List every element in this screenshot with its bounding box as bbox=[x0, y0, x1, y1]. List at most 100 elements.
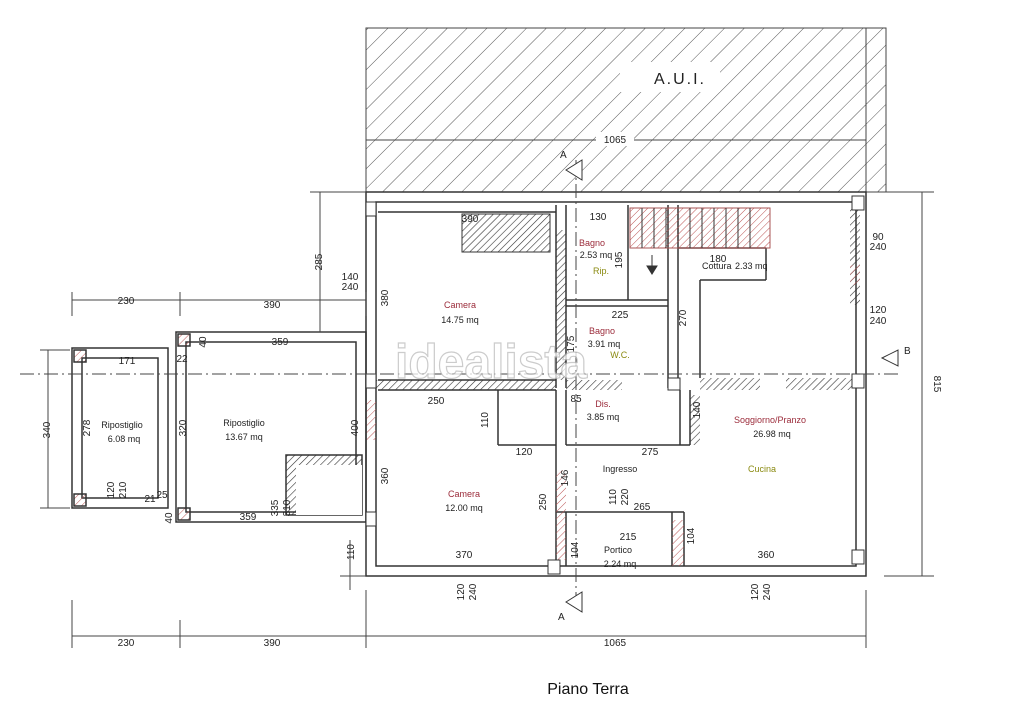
dim-140-center: 140 bbox=[692, 401, 703, 418]
axis-lines bbox=[20, 160, 900, 600]
room-bagno-2-area: 3.91 mq bbox=[588, 339, 621, 349]
dim-180: 180 bbox=[710, 254, 727, 265]
dim-270: 270 bbox=[678, 309, 689, 326]
section-b: B bbox=[904, 346, 911, 357]
dim-40-top: 40 bbox=[198, 336, 209, 348]
room-cucina-name: Cucina bbox=[748, 464, 776, 474]
room-ingresso-name: Ingresso bbox=[603, 464, 638, 474]
ripostiglio-large-walls bbox=[175, 331, 367, 523]
dim-220: 220 bbox=[620, 488, 631, 505]
plan-title: Piano Terra bbox=[547, 681, 629, 698]
dim-380: 380 bbox=[380, 289, 391, 306]
aui-zone: A.U.I. 1065 bbox=[365, 27, 887, 193]
room-ripostiglio-1-area: 13.67 mq bbox=[225, 432, 263, 442]
room-bagno-2-name: Bagno bbox=[589, 326, 615, 336]
dim-360-left: 360 bbox=[380, 467, 391, 484]
dim-285: 285 bbox=[314, 253, 325, 270]
aui-width-dim: 1065 bbox=[604, 135, 627, 146]
dim-335: 335 bbox=[270, 499, 281, 516]
dim-359-bottom: 359 bbox=[240, 512, 257, 523]
dim-250-b: 250 bbox=[538, 493, 549, 510]
room-wc-name: W.C. bbox=[610, 350, 630, 360]
dim-left-340: 340 bbox=[42, 421, 53, 438]
dim-bottom-390: 390 bbox=[264, 638, 281, 649]
dim-210-small: 210 bbox=[118, 481, 129, 498]
dim-130: 130 bbox=[590, 212, 607, 223]
dim-bottom-1065: 1065 bbox=[604, 638, 627, 649]
room-cottura-area: 2.33 mq bbox=[735, 261, 768, 271]
dim-225: 225 bbox=[612, 310, 629, 321]
dim-175: 175 bbox=[566, 335, 577, 352]
room-portico-area: 2.24 mq bbox=[604, 559, 637, 569]
room-soggiorno-name: Soggiorno/Pranzo bbox=[734, 415, 806, 425]
room-ripostiglio-2-name: Ripostiglio bbox=[101, 420, 143, 430]
wall-hatching bbox=[366, 205, 860, 566]
dim-265: 265 bbox=[634, 502, 651, 513]
dim-140-left: 140 bbox=[342, 272, 359, 283]
dim-bottom-230: 230 bbox=[118, 638, 135, 649]
dim-right-815: 815 bbox=[931, 376, 942, 393]
dim-360-bottom: 360 bbox=[758, 550, 775, 561]
dim-110: 110 bbox=[480, 412, 491, 428]
dim-240-right: 240 bbox=[870, 316, 887, 327]
dim-310: 310 bbox=[282, 499, 293, 516]
room-bagno-1-name: Bagno bbox=[579, 238, 605, 248]
dim-90: 90 bbox=[872, 232, 884, 243]
dim-104-b: 104 bbox=[686, 527, 697, 544]
room-bagno-1-area: 2.53 mq bbox=[580, 250, 613, 260]
dim-320: 320 bbox=[178, 419, 189, 436]
room-dis-name: Dis. bbox=[595, 399, 611, 409]
dim-25: 25 bbox=[156, 490, 168, 501]
room-camera-2-area: 12.00 mq bbox=[445, 503, 483, 513]
dimension-labels: 230 390 230 390 1065 340 815 285 140 240… bbox=[42, 212, 942, 649]
dim-120-bottom-a: 120 bbox=[456, 583, 467, 600]
section-a-bottom: A bbox=[558, 612, 565, 623]
aui-label: A.U.I. bbox=[654, 71, 706, 88]
room-dis-area: 3.85 mq bbox=[587, 412, 620, 422]
section-markers: A A B bbox=[558, 150, 911, 623]
dim-22: 22 bbox=[176, 354, 188, 365]
section-a-top: A bbox=[560, 150, 567, 161]
dim-120-right: 120 bbox=[870, 305, 887, 316]
dimension-lines bbox=[40, 191, 934, 648]
dim-110-b: 110 bbox=[608, 489, 619, 505]
dim-370: 370 bbox=[456, 550, 473, 561]
room-labels: Camera 14.75 mq Camera 12.00 mq Bagno 2.… bbox=[101, 238, 806, 569]
dim-275: 275 bbox=[642, 447, 659, 458]
room-soggiorno-area: 26.98 mq bbox=[753, 429, 791, 439]
dim-240-left: 240 bbox=[342, 282, 359, 293]
pillars bbox=[365, 195, 865, 575]
dim-240-bottom-b: 240 bbox=[762, 583, 773, 600]
dim-359-top: 359 bbox=[272, 337, 289, 348]
room-portico-name: Portico bbox=[604, 545, 632, 555]
dim-240-top: 240 bbox=[870, 242, 887, 253]
staircase bbox=[629, 207, 771, 275]
room-camera-2-name: Camera bbox=[448, 489, 480, 499]
dim-390-bed: 390 bbox=[462, 214, 479, 225]
dim-top-390: 390 bbox=[264, 300, 281, 311]
dim-215: 215 bbox=[620, 532, 637, 543]
dim-110-c: 110 bbox=[346, 544, 357, 560]
room-camera-1-area: 14.75 mq bbox=[441, 315, 479, 325]
dim-195: 195 bbox=[614, 251, 625, 268]
dim-21: 21 bbox=[144, 494, 156, 505]
dim-120-bottom-b: 120 bbox=[750, 583, 761, 600]
dim-250: 250 bbox=[428, 396, 445, 407]
dim-120-small: 120 bbox=[106, 481, 117, 498]
room-cottura-name: Cottura bbox=[702, 261, 732, 271]
dim-40-bottom: 40 bbox=[164, 512, 175, 524]
room-rip-name: Rip. bbox=[593, 266, 609, 276]
watermark: idealista bbox=[395, 336, 587, 389]
dim-120-center: 120 bbox=[516, 447, 533, 458]
room-ripostiglio-1-name: Ripostiglio bbox=[223, 418, 265, 428]
dim-400: 400 bbox=[350, 419, 361, 436]
dim-240-bottom-a: 240 bbox=[468, 583, 479, 600]
dim-104-a: 104 bbox=[570, 541, 581, 558]
room-camera-1-name: Camera bbox=[444, 300, 476, 310]
ripostiglio-small-walls bbox=[71, 333, 191, 521]
room-ripostiglio-2-area: 6.08 mq bbox=[108, 434, 141, 444]
dim-top-230: 230 bbox=[118, 296, 135, 307]
dim-171: 171 bbox=[119, 356, 136, 367]
dim-146: 146 bbox=[560, 469, 571, 486]
